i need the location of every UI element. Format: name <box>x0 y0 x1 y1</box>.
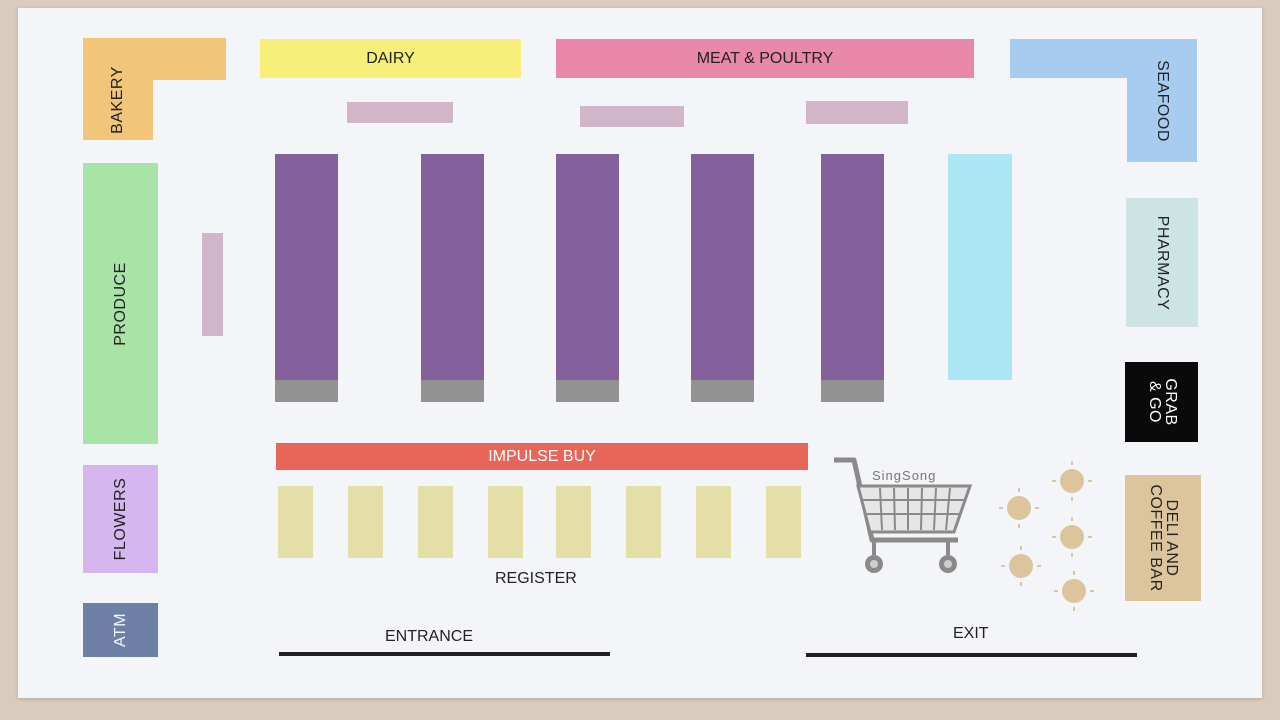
atm-label: ATM <box>111 612 129 648</box>
meat-poultry-section: MEAT & POULTRY <box>556 39 974 78</box>
table-icon <box>999 488 1039 528</box>
cafe-tables <box>999 461 1094 611</box>
aisle-endcap <box>556 380 619 402</box>
register-lane <box>278 486 313 558</box>
deli-coffee-section: DELI AND COFFEE BAR <box>1125 475 1201 601</box>
aisle-endcap <box>821 380 884 402</box>
register-lane <box>556 486 591 558</box>
entrance-label: ENTRANCE <box>385 628 474 645</box>
impulse-buy-section: IMPULSE BUY <box>276 443 808 470</box>
aisle <box>421 154 484 380</box>
bakery-section-top <box>83 38 226 80</box>
aisle-endcap <box>691 380 754 402</box>
aisle <box>821 154 884 380</box>
aisle <box>556 154 619 380</box>
register-lane <box>626 486 661 558</box>
singsong-logo-text: SingSong <box>872 468 937 483</box>
grab-go-label: GRAB & GO <box>1145 378 1179 426</box>
register-lane <box>766 486 801 558</box>
freezer-case <box>948 154 1012 380</box>
dairy-label: DAIRY <box>366 49 415 67</box>
produce-label: PRODUCE <box>111 261 129 346</box>
atm-section: ATM <box>83 603 158 657</box>
register-lane <box>488 486 523 558</box>
deli-coffee-label: DELI AND COFFEE BAR <box>1147 484 1180 592</box>
seafood-label: SEAFOOD <box>1154 59 1171 142</box>
impulse-buy-label: IMPULSE BUY <box>488 447 596 465</box>
seafood-section: SEAFOOD <box>1127 39 1197 162</box>
aisle <box>275 154 338 380</box>
register-label: REGISTER <box>495 570 577 587</box>
shelf <box>347 102 453 123</box>
register-lane <box>696 486 731 558</box>
pharmacy-section: PHARMACY <box>1126 198 1198 327</box>
produce-section: PRODUCE <box>83 163 158 444</box>
aisle <box>691 154 754 380</box>
table-icon <box>1052 461 1092 501</box>
register-lane <box>348 486 383 558</box>
dairy-section: DAIRY <box>260 39 521 78</box>
bakery-label: BAKERY <box>109 66 126 134</box>
meat-poultry-label: MEAT & POULTRY <box>696 49 834 67</box>
exit-label: EXIT <box>953 625 989 642</box>
aisle-endcap <box>421 380 484 402</box>
flowers-label: FLOWERS <box>111 477 129 561</box>
entrance-line <box>279 652 610 656</box>
pharmacy-label: PHARMACY <box>1154 215 1171 310</box>
shelf <box>580 106 684 127</box>
aisle-endcap <box>275 380 338 402</box>
exit-line <box>806 653 1137 657</box>
shelf <box>202 233 223 336</box>
table-icon <box>1052 517 1092 557</box>
grab-go-section: GRAB & GO <box>1125 362 1198 442</box>
table-icon <box>1001 546 1041 586</box>
table-icon <box>1054 571 1094 611</box>
shopping-cart-icon <box>834 457 973 573</box>
register-lane <box>418 486 453 558</box>
flowers-section: FLOWERS <box>83 465 158 573</box>
bakery-label-box: BAKERY <box>83 60 153 140</box>
shelf <box>806 101 908 124</box>
